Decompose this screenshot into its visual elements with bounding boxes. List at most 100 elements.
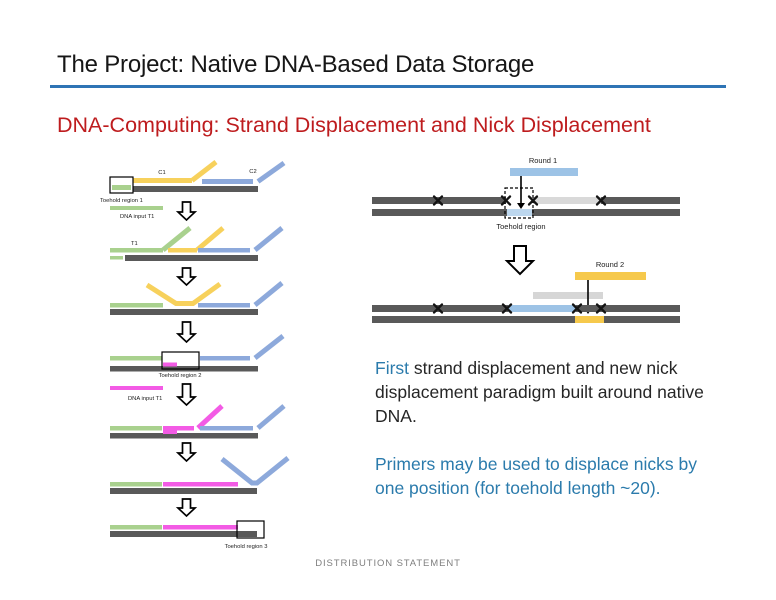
magenta-strand <box>163 482 238 487</box>
label-toehold-region-1: Toehold region 1 <box>100 198 143 204</box>
label-toehold-region-3: Toehold region 3 <box>225 544 268 550</box>
nick-x-7 <box>571 303 583 314</box>
paragraph-2: Primers may be used to displace nicks by… <box>375 454 697 498</box>
yellow-displaced-v <box>145 281 222 306</box>
toehold-box-1 <box>109 176 134 194</box>
blue-overhang <box>256 404 286 430</box>
step5-duplex <box>110 404 286 439</box>
magenta-toehold-segment <box>163 430 177 434</box>
magenta-input-strand <box>110 386 163 390</box>
nick-x-3 <box>527 195 539 206</box>
round2-group: Round 2 <box>372 260 680 323</box>
green-strand <box>110 303 163 308</box>
blue-strand <box>198 303 250 308</box>
top-strand-right <box>576 305 680 312</box>
green-strand <box>110 356 162 361</box>
label-round-2: Round 2 <box>596 260 624 269</box>
magenta-strand <box>163 525 238 530</box>
yellow-strand <box>168 248 197 253</box>
step7-duplex: Toehold region 3 <box>110 520 268 550</box>
yellow-overhang <box>195 226 225 252</box>
dna-input-t1: DNA input T1 <box>110 206 163 220</box>
strand-displacement-diagram: C1 C2 Toehold region 1 DNA input T1 T1 <box>100 160 290 550</box>
green-strand <box>110 426 162 431</box>
top-strand-blue-segment <box>508 305 576 312</box>
label-dna-input-2: DNA input T1 <box>128 396 162 402</box>
nick-x-2 <box>500 195 512 206</box>
green-input-strand <box>110 206 163 210</box>
green-strand <box>110 525 162 530</box>
toehold-box-3 <box>236 520 265 539</box>
step1-duplex: C1 C2 Toehold region 1 <box>100 160 286 204</box>
blue-strand <box>200 356 250 361</box>
down-arrow-4 <box>175 383 198 407</box>
green-stub <box>110 256 123 260</box>
slide-title: The Project: Native DNA-Based Data Stora… <box>57 51 535 78</box>
label-c1: C1 <box>158 170 165 176</box>
template-strand <box>133 186 258 192</box>
label-c2: C2 <box>249 169 256 175</box>
down-arrow-6 <box>175 498 198 518</box>
paragraph-1: First strand displacement and new nick d… <box>375 356 717 428</box>
down-arrow-1 <box>175 201 198 222</box>
template-strand <box>125 255 258 261</box>
down-arrow-5 <box>175 442 198 463</box>
label-dna-input-1: DNA input T1 <box>120 214 154 220</box>
distribution-statement: DISTRIBUTION STATEMENT <box>315 558 461 569</box>
label-t1: T1 <box>131 241 138 247</box>
step3-duplex <box>110 281 284 315</box>
nick-displacement-diagram: Round 1 Toehold region Round 2 <box>372 156 680 323</box>
dna-input-t2: DNA input T1 <box>110 386 163 402</box>
down-arrow-2 <box>175 267 198 287</box>
round1-primer-bar <box>510 168 578 176</box>
template-strand <box>110 488 257 494</box>
nick-x-6 <box>501 303 513 314</box>
blue-overhang <box>253 281 284 307</box>
blue-strand <box>198 248 250 253</box>
nick-x-8 <box>595 303 607 314</box>
label-toehold-region: Toehold region <box>496 222 545 231</box>
step6-duplex <box>110 456 290 494</box>
toehold-fill-blue <box>507 209 532 216</box>
green-overhang <box>161 226 192 252</box>
blue-overhang <box>253 334 285 360</box>
blue-strand-c2 <box>202 179 253 184</box>
step4-duplex: Toehold region 2 <box>110 334 285 379</box>
paragraph-1-rest: strand displacement and new nick displac… <box>375 358 704 426</box>
label-toehold-region-2: Toehold region 2 <box>159 373 202 379</box>
template-strand <box>110 433 258 439</box>
title-rule <box>50 85 726 88</box>
top-strand-right <box>601 197 680 204</box>
down-arrow-3 <box>175 321 198 344</box>
green-strand <box>110 482 162 487</box>
round-transition-arrow <box>504 245 536 276</box>
toehold-box-2 <box>161 351 200 370</box>
template-strand <box>110 531 257 537</box>
nick-x-1 <box>432 195 444 206</box>
magenta-strand <box>163 426 194 431</box>
displaced-strand-gray <box>533 292 603 299</box>
round1-arrowhead <box>517 203 525 209</box>
round1-group: Round 1 Toehold region <box>372 156 680 231</box>
bottom-strand <box>372 316 680 323</box>
template-strand <box>110 309 258 315</box>
bottom-strand-yellow-segment <box>575 316 604 323</box>
step2-duplex: T1 <box>110 226 284 261</box>
body-text: First strand displacement and new nick d… <box>375 356 717 500</box>
paragraph-1-lead: First <box>375 358 410 378</box>
top-strand-left <box>372 305 508 312</box>
nick-x-4 <box>595 195 607 206</box>
label-round-1: Round 1 <box>529 156 557 165</box>
yellow-overhang <box>190 160 218 183</box>
yellow-strand-c1 <box>133 178 192 183</box>
round2-primer-bar <box>575 272 646 280</box>
blue-displaced-v <box>220 456 290 486</box>
magenta-overhang <box>196 404 224 430</box>
top-strand-displaced-gray <box>533 197 601 204</box>
toehold-green-segment <box>112 185 131 190</box>
blue-overhang <box>253 226 284 252</box>
blue-overhang <box>256 160 286 184</box>
green-strand <box>110 248 163 253</box>
nick-x-5 <box>432 303 444 314</box>
